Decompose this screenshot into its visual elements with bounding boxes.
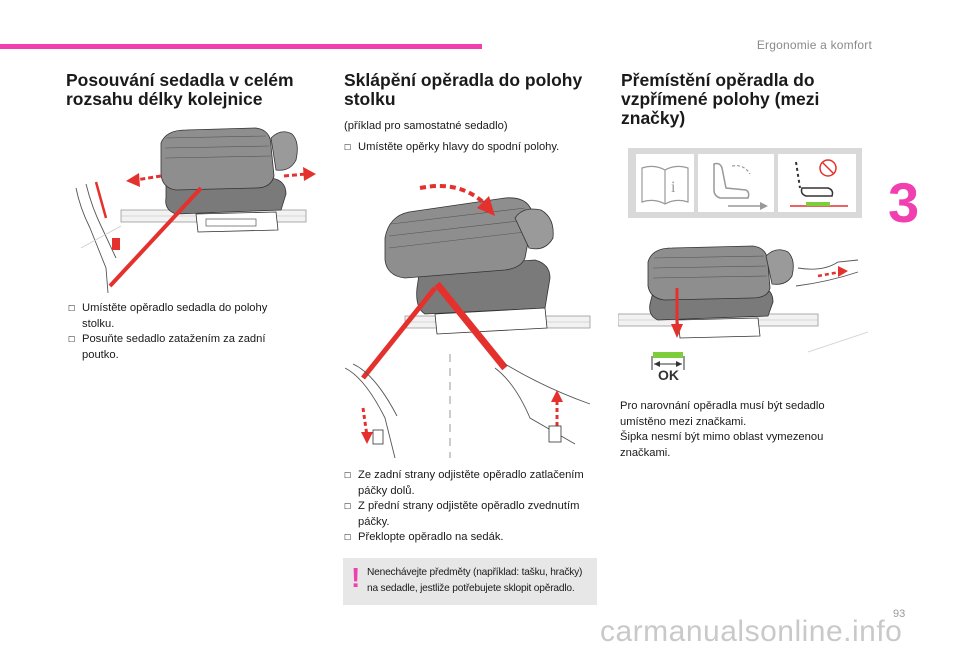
bullet-text: Umístěte opěradlo sedadla do polohy stol…	[82, 302, 268, 330]
col3-title: Přemístění opěradla do vzpřímené polohy …	[621, 70, 820, 128]
header-accent-bar	[0, 44, 482, 49]
list-item: ☐ Posuňte sedadlo zatažením za zadní pou…	[68, 332, 300, 363]
exclamation-icon: !	[351, 562, 361, 593]
bullet-text: Překlopte opěradlo na sedák.	[358, 531, 504, 543]
list-item: ☐ Ze zadní strany odjistěte opěradlo zat…	[344, 468, 594, 499]
list-item: ☐ Překlopte opěradlo na sedák.	[344, 530, 594, 546]
seat-recline-icon	[698, 154, 774, 212]
warning-text: Nenechávejte předměty (například: tašku,…	[367, 567, 583, 594]
square-bullet-icon: ☐	[344, 533, 352, 542]
watermark: carmanualsonline.info	[600, 615, 903, 648]
paragraph-line: Šipka nesmí být mimo oblast vymezenou zn…	[620, 431, 824, 459]
pictogram-panel: i	[628, 148, 862, 218]
col1-title: Posouvání sedadla v celém rozsahu délky …	[66, 70, 294, 109]
col2-title: Sklápění opěradla do polohy stolku	[344, 70, 583, 109]
chapter-number: 3	[888, 171, 920, 234]
list-item: ☐ Z přední strany odjistěte opěradlo zve…	[344, 499, 594, 530]
warning-box: ! Nenechávejte předměty (například: tašk…	[343, 558, 597, 605]
col2-note: (příklad pro samostatné sedadlo)	[344, 120, 508, 132]
col3-paragraph: Pro narovnání opěradla musí být sedadlo …	[620, 399, 860, 461]
marks-alignment-icon	[778, 154, 856, 212]
square-bullet-icon: ☐	[68, 304, 76, 313]
bullet-text: Ze zadní strany odjistěte opěradlo zatla…	[358, 469, 584, 497]
square-bullet-icon: ☐	[344, 143, 352, 152]
col2-steps: ☐ Ze zadní strany odjistěte opěradlo zat…	[344, 468, 594, 546]
seat-slide-illustration	[75, 127, 316, 294]
square-bullet-icon: ☐	[344, 502, 352, 511]
bullet-text: Posuňte sedadlo zatažením za zadní poutk…	[82, 333, 266, 361]
bullet-text: Umístěte opěrky hlavy do spodní polohy.	[358, 141, 560, 153]
page-number: 93	[893, 608, 906, 620]
paragraph-line: Pro narovnání opěradla musí být sedadlo …	[620, 400, 825, 428]
section-title: Ergonomie a komfort	[756, 38, 872, 52]
bullet-text: Z přední strany odjistěte opěradlo zvedn…	[358, 500, 580, 528]
svg-text:i: i	[671, 179, 676, 196]
ok-label: OK	[658, 367, 679, 383]
col2-step1: ☐ Umístěte opěrky hlavy do spodní polohy…	[344, 140, 594, 156]
list-item: ☐ Umístěte opěrky hlavy do spodní polohy…	[344, 140, 594, 156]
manual-book-icon: i	[636, 154, 694, 212]
seat-upright-illustration: OK	[618, 245, 869, 383]
square-bullet-icon: ☐	[68, 335, 76, 344]
square-bullet-icon: ☐	[344, 471, 352, 480]
seat-fold-illustration	[345, 184, 591, 459]
list-item: ☐ Umístěte opěradlo sedadla do polohy st…	[68, 301, 300, 332]
col1-steps: ☐ Umístěte opěradlo sedadla do polohy st…	[68, 301, 300, 363]
